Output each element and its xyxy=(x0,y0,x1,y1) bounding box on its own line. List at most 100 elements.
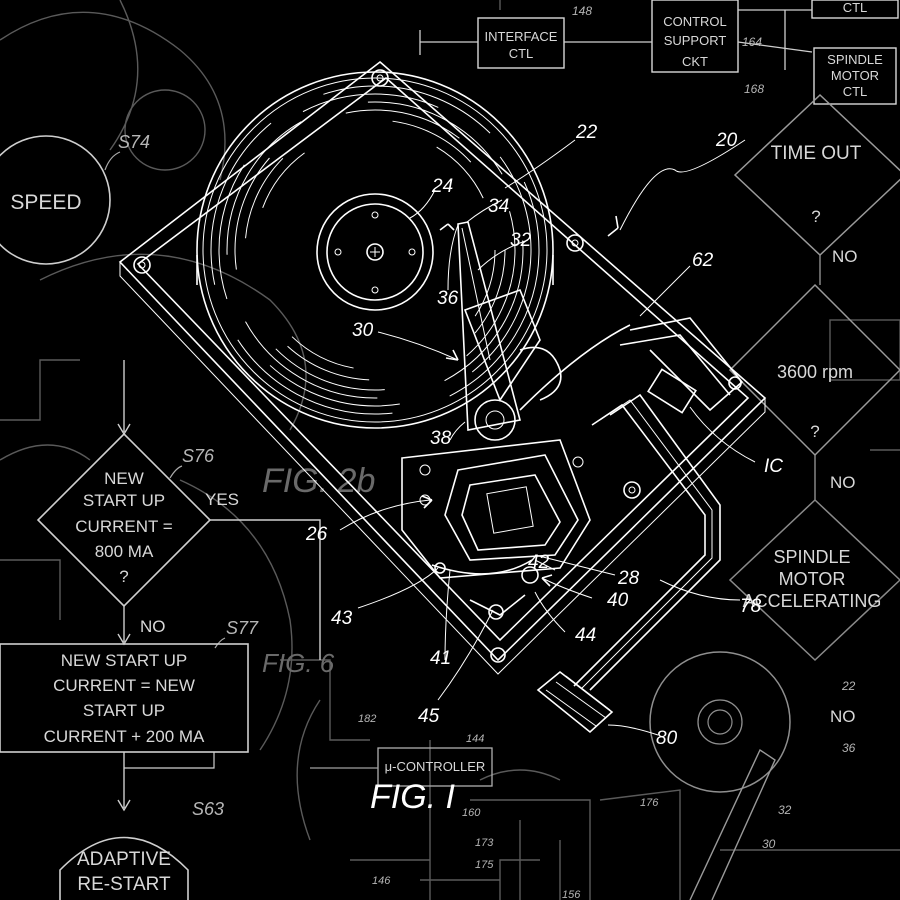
control-support-line2: SUPPORT xyxy=(664,33,727,48)
ctl-top-block xyxy=(811,0,899,19)
accelerating-diamond xyxy=(728,498,900,662)
spindle-hub xyxy=(316,193,434,311)
ref-173: 173 xyxy=(475,837,494,849)
reference-numbers: 20 22 24 34 32 36 30 62 38 IC 26 42 28 4… xyxy=(305,122,783,749)
accelerating-line3: ACCELERATING xyxy=(743,591,882,611)
ref-144: 144 xyxy=(466,733,484,745)
ref-78: 78 xyxy=(740,596,762,617)
decision-line2: START UP xyxy=(83,491,165,510)
control-support-block xyxy=(651,0,739,73)
ref-44: 44 xyxy=(575,625,596,646)
right-no-1: NO xyxy=(832,247,858,266)
ref-146: 146 xyxy=(372,875,391,887)
leader-lines xyxy=(339,139,756,736)
control-support-line1: CONTROL xyxy=(663,14,727,29)
time-out-label: TIME OUT xyxy=(771,143,862,164)
voice-coil-assembly xyxy=(401,439,591,620)
micro-controller-label: μ-CONTROLLER xyxy=(385,759,486,774)
flex-connector xyxy=(536,670,614,734)
rpm-question: ? xyxy=(810,422,819,441)
ref-24: 24 xyxy=(431,176,453,197)
ref-168: 168 xyxy=(744,82,764,96)
flex-circuit xyxy=(519,317,744,734)
fig2b-ghost-label: FIG. 2b xyxy=(262,462,375,500)
platter xyxy=(196,71,554,429)
spindle-motor-ctl-line3: CTL xyxy=(843,84,868,99)
spindle-motor-ctl-line2: MOTOR xyxy=(831,68,879,83)
right-no-3: NO xyxy=(830,707,856,726)
speed-label: SPEED xyxy=(10,191,81,214)
ref-175: 175 xyxy=(475,859,494,871)
accelerating-line1: SPINDLE xyxy=(773,547,850,567)
ref-20: 20 xyxy=(715,130,738,151)
ref-80: 80 xyxy=(656,728,678,749)
interface-ctl-block xyxy=(477,17,565,69)
adaptive-line2: RE-START xyxy=(77,874,171,895)
adaptive-line1: ADAPTIVE xyxy=(77,849,171,870)
ref-62: 62 xyxy=(692,250,714,271)
ref-43: 43 xyxy=(331,608,353,629)
spindle-motor-ctl-line1: SPINDLE xyxy=(827,52,883,67)
hard-drive-drawing: 20 22 24 34 32 36 30 62 38 IC 26 42 28 4… xyxy=(118,60,783,816)
side-ref-36: 36 xyxy=(842,741,856,755)
ref-28: 28 xyxy=(617,568,640,589)
side-ref-32: 32 xyxy=(778,803,792,817)
side-ref-30: 30 xyxy=(762,837,776,851)
speed-circle xyxy=(0,135,111,265)
fig6-ghost-label: FIG. 6 xyxy=(262,648,335,678)
ref-164: 164 xyxy=(742,35,762,49)
actuator-arm xyxy=(457,221,562,441)
right-flowchart: TIME OUT ? NO 3600 rpm ? NO SPINDLE MOTO… xyxy=(728,93,900,726)
ctl-top-label: CTL xyxy=(843,0,868,15)
step-s63: S63 xyxy=(192,799,224,819)
control-support-line3: CKT xyxy=(682,54,708,69)
decision-line1: NEW xyxy=(104,469,144,488)
micro-controller-block xyxy=(377,747,493,787)
process-line1: NEW START UP xyxy=(61,651,188,670)
ref-36: 36 xyxy=(437,288,459,309)
ref-32: 32 xyxy=(510,230,532,251)
figure-caption: FIG. I xyxy=(370,778,456,816)
right-no-2: NO xyxy=(830,473,856,492)
time-out-question: ? xyxy=(811,207,820,226)
accelerating-line2: MOTOR xyxy=(779,569,846,589)
ref-38: 38 xyxy=(430,428,452,449)
interface-ctl-line1: INTERFACE xyxy=(485,29,558,44)
time-out-diamond xyxy=(733,93,900,257)
yes-label: YES xyxy=(205,490,239,509)
interface-ctl-line2: CTL xyxy=(509,46,534,61)
step-s77: S77 xyxy=(226,618,259,638)
step-s76: S76 xyxy=(182,446,215,466)
process-line4: CURRENT + 200 MA xyxy=(44,727,205,746)
process-line2: CURRENT = NEW xyxy=(53,676,195,695)
ref-42: 42 xyxy=(528,552,550,573)
base-plate-inner-rim xyxy=(136,76,750,642)
ref-ic: IC xyxy=(764,456,783,477)
ic-chip xyxy=(647,368,697,414)
side-ref-22: 22 xyxy=(841,679,856,693)
rpm-label: 3600 rpm xyxy=(777,362,853,382)
ref-34: 34 xyxy=(488,196,509,217)
ref-22: 22 xyxy=(575,122,598,143)
spindle-motor-ctl-block xyxy=(813,47,897,105)
ref-156: 156 xyxy=(562,889,581,900)
ref-41: 41 xyxy=(430,648,451,669)
adaptive-shape xyxy=(59,836,189,900)
no-label: NO xyxy=(140,617,166,636)
decision-line4: 800 MA xyxy=(95,542,154,561)
ref-30: 30 xyxy=(352,320,374,341)
ref-176: 176 xyxy=(640,797,659,809)
decision-line5: ? xyxy=(119,567,128,586)
ref-45: 45 xyxy=(418,706,440,727)
ref-160: 160 xyxy=(462,807,481,819)
decision-line3: CURRENT = xyxy=(75,517,173,536)
ref-182: 182 xyxy=(358,713,376,725)
step-s74: S74 xyxy=(118,132,150,152)
process-line3: START UP xyxy=(83,701,165,720)
base-plate-outline xyxy=(118,60,767,662)
block-diagram-bottom: μ-CONTROLLER 144 182 176 173 175 146 156… xyxy=(310,713,659,900)
left-flowchart: SPEED S74 NEW START UP CURRENT = 800 MA … xyxy=(0,132,321,900)
